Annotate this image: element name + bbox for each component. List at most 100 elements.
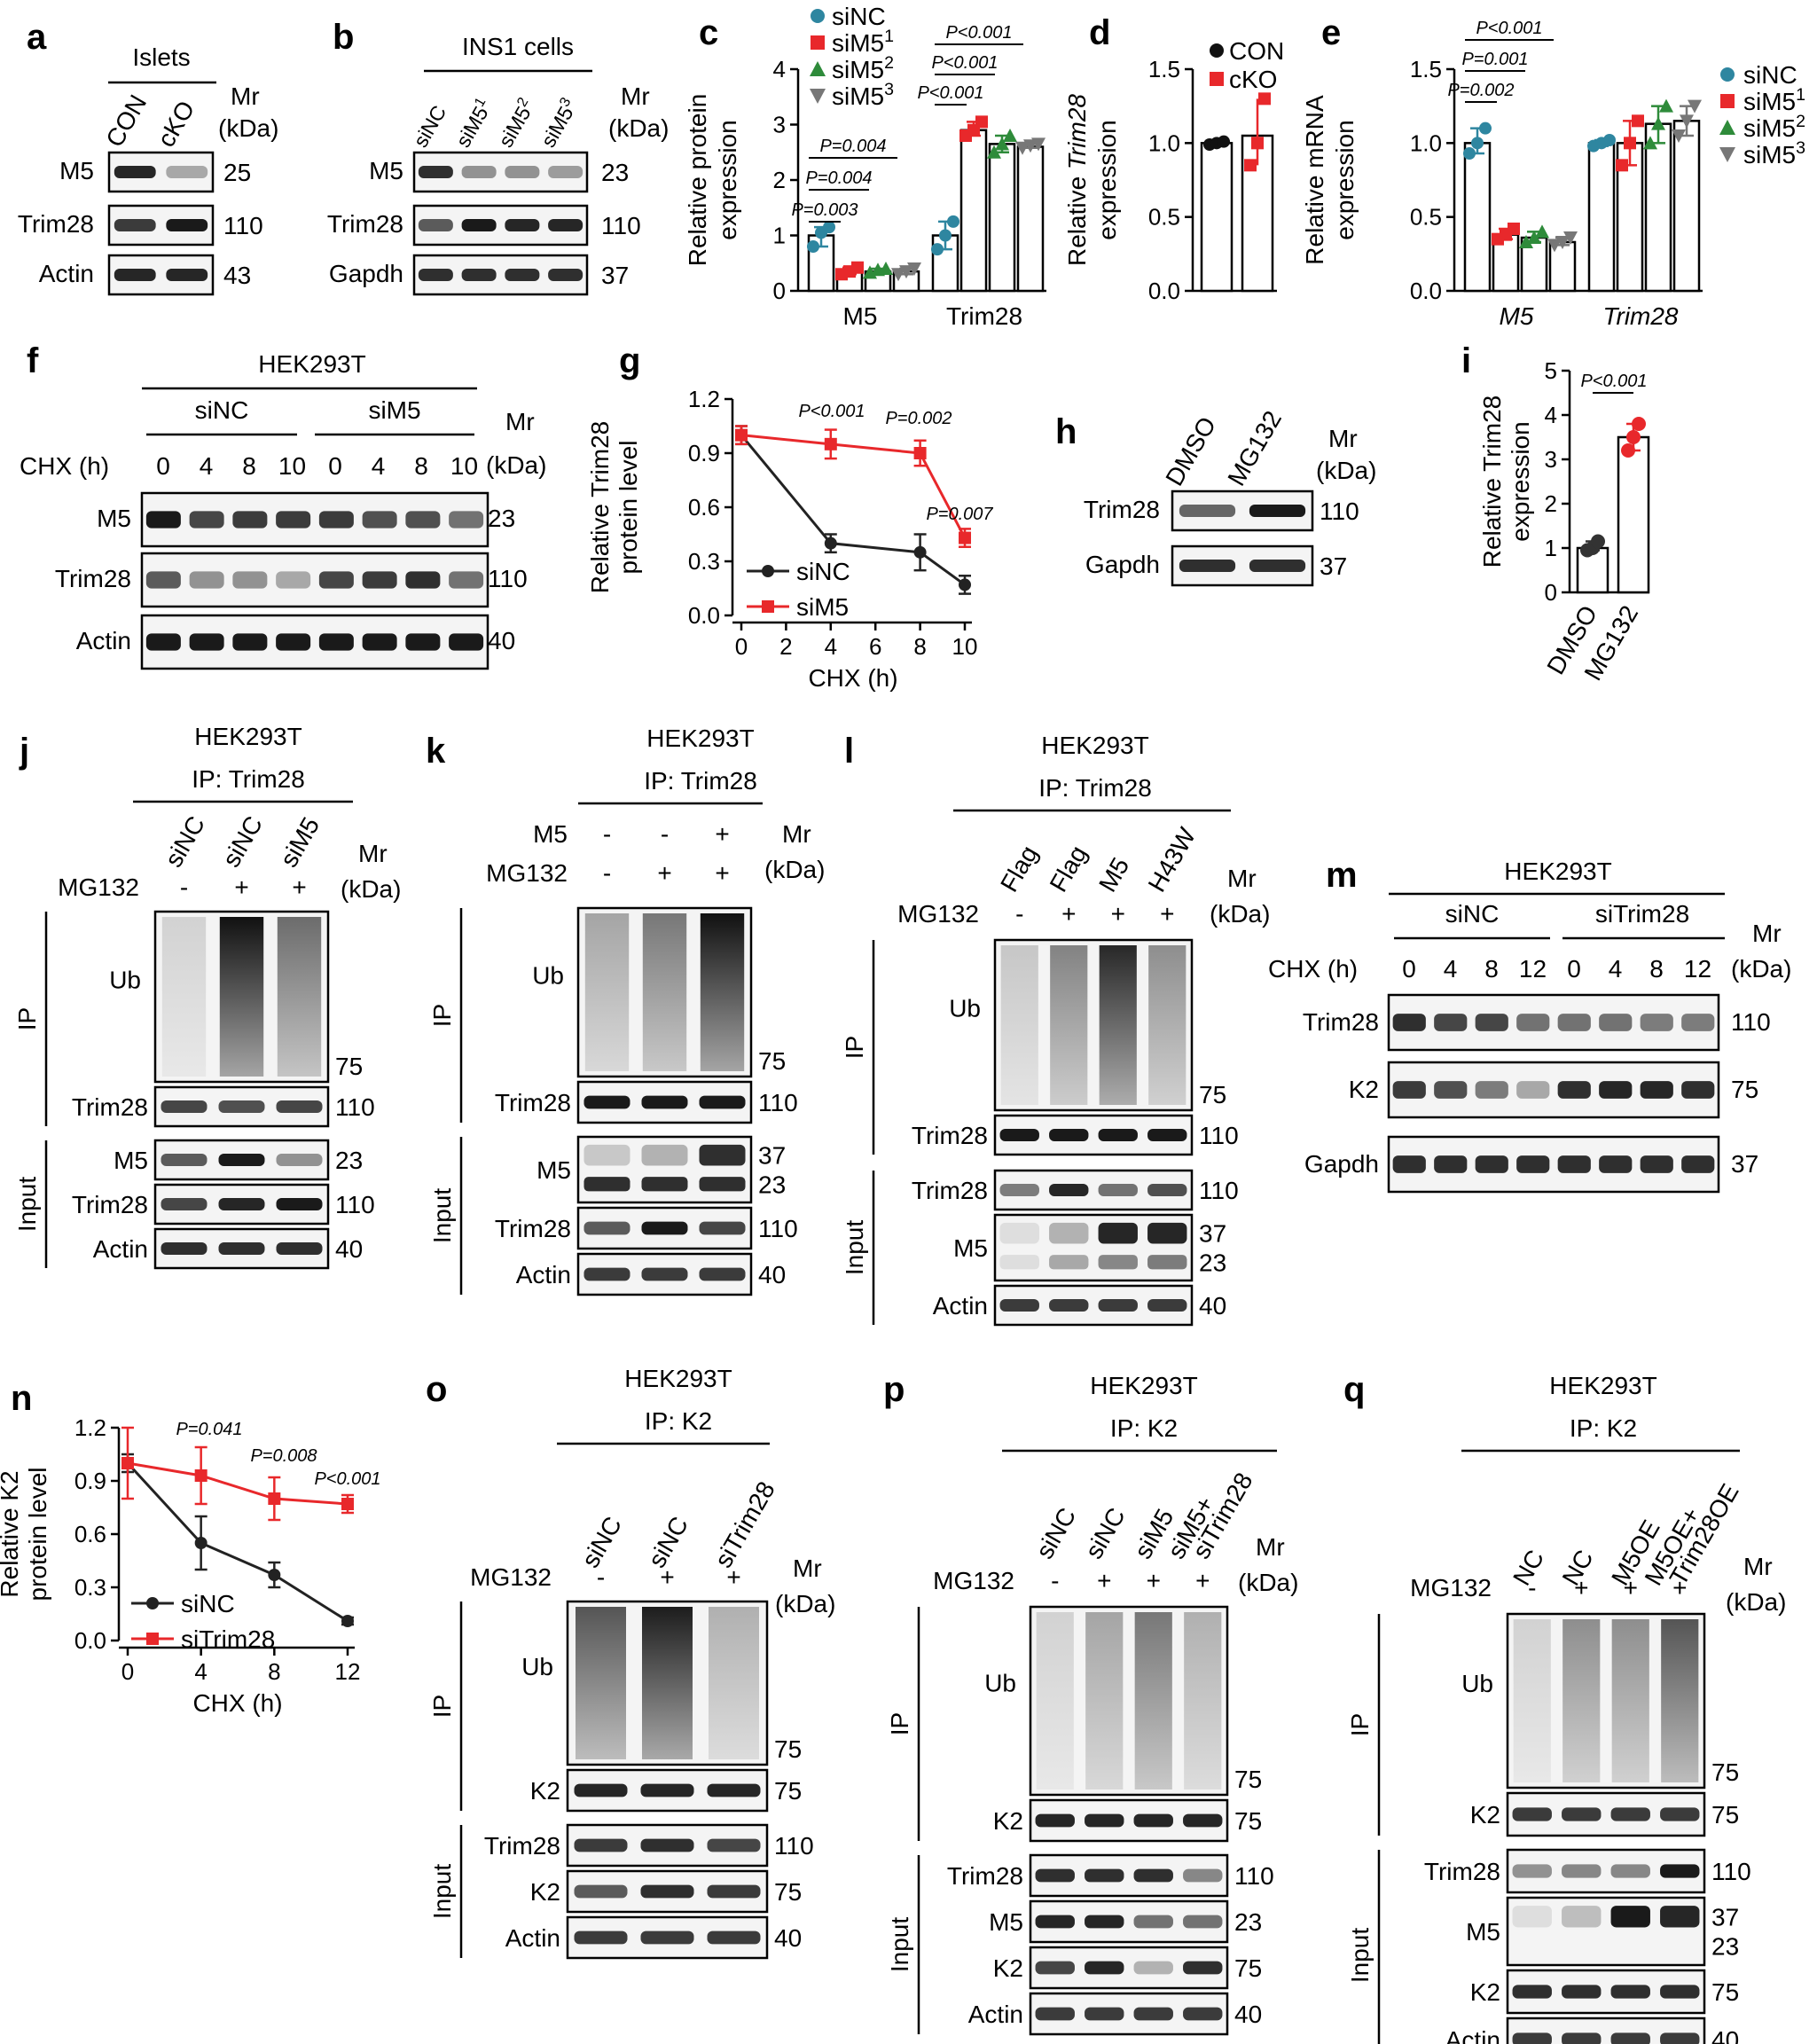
x-tick-label: 12	[335, 1658, 361, 1685]
data-point	[121, 1457, 134, 1469]
band	[1475, 1081, 1508, 1099]
mr-value: 40	[1234, 2001, 1262, 2028]
x-tick-label: 6	[869, 633, 881, 660]
x-tick-label: 0	[735, 633, 748, 660]
data-point	[1688, 99, 1702, 114]
band	[999, 1222, 1039, 1244]
y-tick-label: 5	[1545, 357, 1557, 384]
blot-trim28	[993, 1114, 1194, 1156]
band	[548, 218, 583, 232]
mr-value: 110	[1199, 1177, 1239, 1204]
band	[574, 1930, 628, 1945]
band	[1475, 1014, 1508, 1031]
row-label: K2	[530, 1878, 560, 1906]
row-label: M5	[989, 1908, 1023, 1936]
band	[1133, 1961, 1173, 1975]
mr-value: 110	[601, 212, 641, 239]
ub-smear	[1506, 1612, 1706, 1789]
smear-lane	[709, 1607, 759, 1759]
band	[1179, 504, 1236, 518]
x-tick-label: Trim28	[946, 302, 1022, 330]
band	[699, 1177, 746, 1192]
group-label: siNC	[195, 396, 249, 424]
blot-title: HEK293T	[194, 723, 302, 750]
y-axis-label: Relative K2protein level	[0, 1468, 51, 1602]
smear-lane	[642, 1607, 693, 1759]
band	[1562, 1864, 1602, 1878]
band	[1049, 1183, 1089, 1197]
mr-value: 37	[1731, 1150, 1758, 1178]
pvalue-label: P=0.002	[1447, 81, 1514, 100]
band	[1085, 1915, 1124, 1929]
band	[1512, 2032, 1552, 2044]
lane-label: Flag	[1045, 841, 1093, 897]
blot-k2	[1029, 1798, 1229, 1843]
data-point	[807, 240, 819, 253]
data-point	[987, 145, 1001, 159]
pvalue-label: P=0.003	[791, 200, 858, 220]
y-tick-label: 0.5	[1410, 204, 1442, 231]
band	[1147, 1222, 1187, 1244]
smear-lane	[1134, 1612, 1172, 1789]
section-label: IP	[1346, 1713, 1374, 1736]
band	[1599, 1155, 1633, 1173]
band	[1183, 1868, 1223, 1883]
mr-value: 40	[774, 1924, 802, 1952]
pvalue-label: P=0.004	[819, 137, 886, 156]
pvalue-label: P=0.002	[885, 409, 952, 428]
band	[1610, 1985, 1650, 1999]
data-point	[975, 115, 988, 129]
section-label: Input	[886, 1917, 913, 1972]
panel-letter: j	[19, 732, 29, 771]
band	[232, 633, 268, 651]
band	[1035, 1961, 1075, 1975]
pvalue-label: P=0.004	[805, 168, 872, 188]
group-label: siTrim28	[1595, 900, 1689, 928]
blot-trim28	[412, 204, 589, 247]
y-tick-label: 3	[773, 112, 786, 138]
row-label: Trim28	[1303, 1008, 1379, 1036]
data-point	[947, 215, 959, 228]
smear-lane	[1513, 1619, 1551, 1782]
blot-actin	[107, 254, 215, 296]
blot-actin	[566, 1915, 769, 1960]
mr-value: 110	[1234, 1862, 1274, 1890]
data-point	[931, 243, 944, 256]
series-line	[126, 1461, 349, 1623]
lane-label: Flag	[995, 841, 1043, 897]
band	[405, 633, 441, 651]
data-point	[1624, 137, 1636, 150]
mr-value: 43	[223, 262, 251, 289]
x-tick-label: M5	[1500, 302, 1534, 330]
row-label: K2	[1470, 1978, 1500, 2006]
blot-trim28	[566, 1823, 769, 1868]
mr-header: Mr	[231, 82, 260, 110]
panel-letter: b	[333, 18, 354, 57]
row-label: Actin	[39, 260, 94, 287]
row-label: Trim28	[495, 1215, 571, 1242]
panel-letter: d	[1089, 13, 1110, 52]
panel-letter: g	[619, 341, 640, 380]
kda-header: (kDa)	[1238, 1569, 1298, 1596]
band	[1512, 1906, 1552, 1928]
band	[1098, 1128, 1138, 1142]
data-point	[1720, 94, 1735, 108]
band	[641, 1177, 688, 1192]
cond-value: +	[1672, 1574, 1687, 1602]
band	[1085, 1813, 1124, 1828]
band	[461, 268, 497, 282]
legend-entry: siM52	[1743, 112, 1805, 142]
bar	[1463, 142, 1492, 293]
section-label: Input	[428, 1188, 456, 1243]
legend-entry: siM53	[832, 80, 894, 110]
band	[1660, 1864, 1700, 1878]
band	[166, 165, 208, 179]
kda-header: (kDa)	[764, 856, 825, 883]
y-tick-label: 0.3	[74, 1574, 106, 1601]
mr-value: 75	[1234, 1766, 1262, 1793]
mr-value: 75	[1234, 1807, 1262, 1835]
row-label: M5	[369, 157, 403, 184]
section-label: Input	[841, 1220, 868, 1275]
band	[166, 268, 208, 282]
